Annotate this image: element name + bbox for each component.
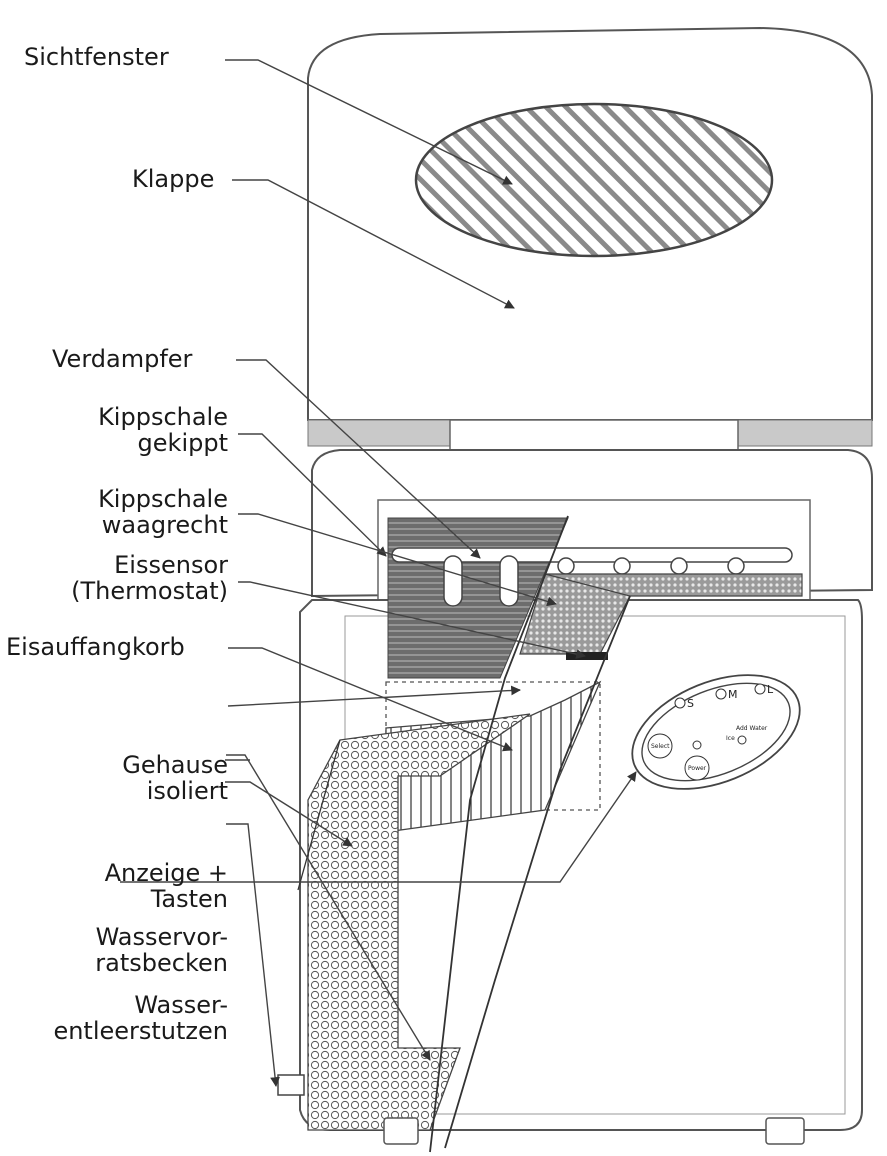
label-eisauffangkorb: Eisauffangkorb [6,634,185,660]
label-eissensor: Eissensor (Thermostat) [20,552,228,604]
label-klappe: Klappe [132,166,214,192]
label-kippschale-gekippt: Kippschale gekippt [56,404,228,456]
label-gehause: Gehause isoliert [56,752,228,804]
ice-indicator-label: Ice [726,735,735,742]
label-kippschale-waagrecht-line1: Kippschale [56,486,228,512]
foot-left [384,1118,418,1144]
label-sichtfenster: Sichtfenster [24,44,169,70]
drain-spout [278,1075,304,1095]
label-kippschale-gekippt-line1: Kippschale [56,404,228,430]
label-eissensor-line2: (Thermostat) [20,578,228,604]
ice-indicator-light [693,741,701,749]
label-wasservorrat-line2: ratsbecken [40,950,228,976]
size-l-label: L [767,683,774,696]
size-m-label: M [728,688,738,701]
label-wasservorrat-line1: Wasservor- [40,924,228,950]
label-kippschale-gekippt-line2: gekippt [56,430,228,456]
label-gehause-line2: isoliert [56,778,228,804]
sight-window [416,104,772,256]
power-button-label: Power [688,765,707,772]
foot-right [766,1118,804,1144]
size-s-label: S [687,697,694,710]
add-water-indicator-label: Add Water [736,725,768,732]
label-anzeige: Anzeige + Tasten [56,860,228,912]
label-wasserentleer: Wasser- entleerstutzen [4,992,228,1044]
label-anzeige-line1: Anzeige + [56,860,228,886]
label-kippschale-waagrecht: Kippschale waagrecht [56,486,228,538]
label-wasserentleer-line1: Wasser- [4,992,228,1018]
label-verdampfer: Verdampfer [52,346,192,372]
label-wasserentleer-line2: entleerstutzen [4,1018,228,1044]
label-kippschale-waagrecht-line2: waagrecht [56,512,228,538]
label-wasservorrat: Wasservor- ratsbecken [40,924,228,976]
label-eissensor-line1: Eissensor [20,552,228,578]
label-gehause-line1: Gehause [56,752,228,778]
label-anzeige-line2: Tasten [56,886,228,912]
add-water-indicator-light [738,736,746,744]
select-button-label: Select [651,743,670,750]
